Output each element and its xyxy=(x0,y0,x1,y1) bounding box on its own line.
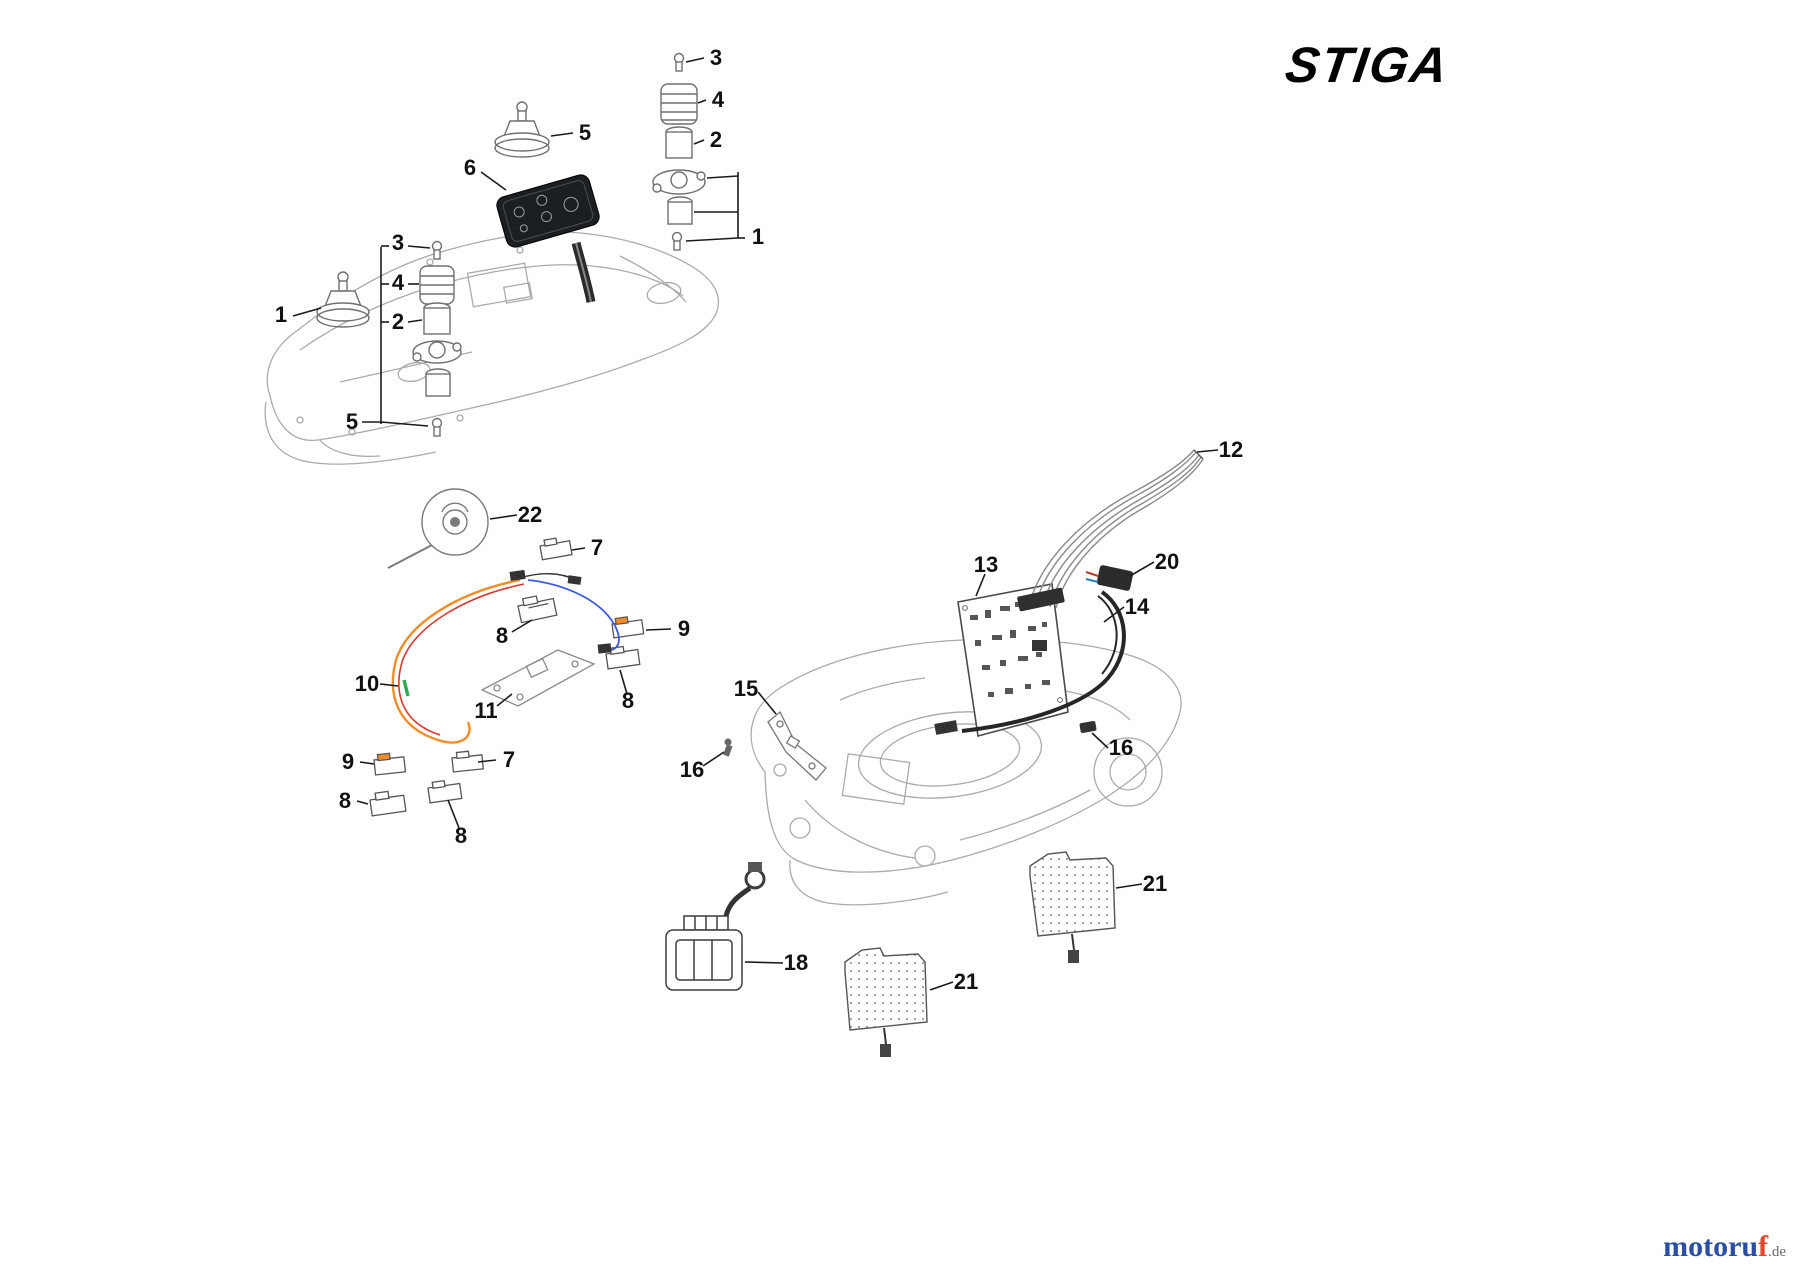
part-label-6: 6 xyxy=(463,155,477,180)
part-label-14: 14 xyxy=(1124,594,1150,619)
part-label-7a: 7 xyxy=(590,535,604,560)
watermark-accent: f xyxy=(1758,1230,1769,1263)
part-label-8c: 8 xyxy=(338,788,352,813)
wire-harness-drawing xyxy=(391,569,620,744)
part-label-11: 11 xyxy=(474,698,498,723)
mounting-plate-drawing xyxy=(480,649,596,707)
screw-16a-drawing xyxy=(723,738,733,757)
battery-21a-drawing xyxy=(1029,851,1116,963)
leader-lines xyxy=(292,57,1219,991)
damper-parts-stack-left xyxy=(412,240,462,437)
part-label-13: 13 xyxy=(973,552,999,577)
part-label-18: 18 xyxy=(783,950,809,975)
part-label-16a: 16 xyxy=(679,757,705,782)
part-label-3-left: 3 xyxy=(391,230,405,255)
part-label-1-left: 1 xyxy=(274,302,288,327)
part-label-1-tr: 1 xyxy=(751,224,765,249)
bracket-15-drawing xyxy=(767,710,827,781)
top-cover-drawing xyxy=(264,231,720,465)
part-label-10: 10 xyxy=(354,671,380,696)
motoruf-watermark[interactable]: motoruf.de xyxy=(1663,1230,1786,1264)
watermark-suffix: .de xyxy=(1768,1244,1786,1260)
part-label-4-left: 4 xyxy=(391,270,405,295)
battery-21b-drawing xyxy=(844,947,928,1057)
part-label-8d: 8 xyxy=(454,823,468,848)
part-label-22: 22 xyxy=(517,502,543,527)
damper-left-drawing xyxy=(316,271,370,328)
damper-parts-stack-right xyxy=(652,52,706,251)
connector-16b-drawing xyxy=(1079,721,1097,733)
part-label-12: 12 xyxy=(1218,437,1244,462)
part-label-9a: 9 xyxy=(677,616,691,641)
part-label-7b: 7 xyxy=(502,747,516,772)
part-label-5-left: 5 xyxy=(345,409,359,434)
part-label-3-tr: 3 xyxy=(709,45,723,70)
battery-18-drawing xyxy=(665,862,766,991)
part-label-21a: 21 xyxy=(1142,871,1168,896)
part-label-21b: 21 xyxy=(953,969,979,994)
disc-22-drawing xyxy=(387,488,489,569)
part-label-8a: 8 xyxy=(495,623,509,648)
part-label-2-left: 2 xyxy=(391,309,405,334)
damper-top-drawing xyxy=(494,101,550,158)
bottom-chassis-drawing xyxy=(750,638,1182,906)
stiga-logo: STIGA xyxy=(1282,37,1453,93)
part-label-9b: 9 xyxy=(341,749,355,774)
keypad-ribbon-drawing xyxy=(571,241,596,303)
part-label-4-tr: 4 xyxy=(711,87,725,112)
connector-20-drawing xyxy=(1085,565,1134,591)
part-label-20: 20 xyxy=(1154,549,1180,574)
watermark-main: motoru xyxy=(1663,1230,1759,1263)
part-label-2-tr: 2 xyxy=(709,127,723,152)
cable-14-drawing xyxy=(961,590,1126,733)
part-label-5-top: 5 xyxy=(578,120,592,145)
ribbon-cable-drawing xyxy=(1017,449,1204,612)
part-label-16b: 16 xyxy=(1108,735,1134,760)
keypad-drawing xyxy=(496,174,600,248)
part-label-15: 15 xyxy=(733,676,759,701)
sensor-drawings xyxy=(369,537,645,817)
part-label-8b: 8 xyxy=(621,688,635,713)
